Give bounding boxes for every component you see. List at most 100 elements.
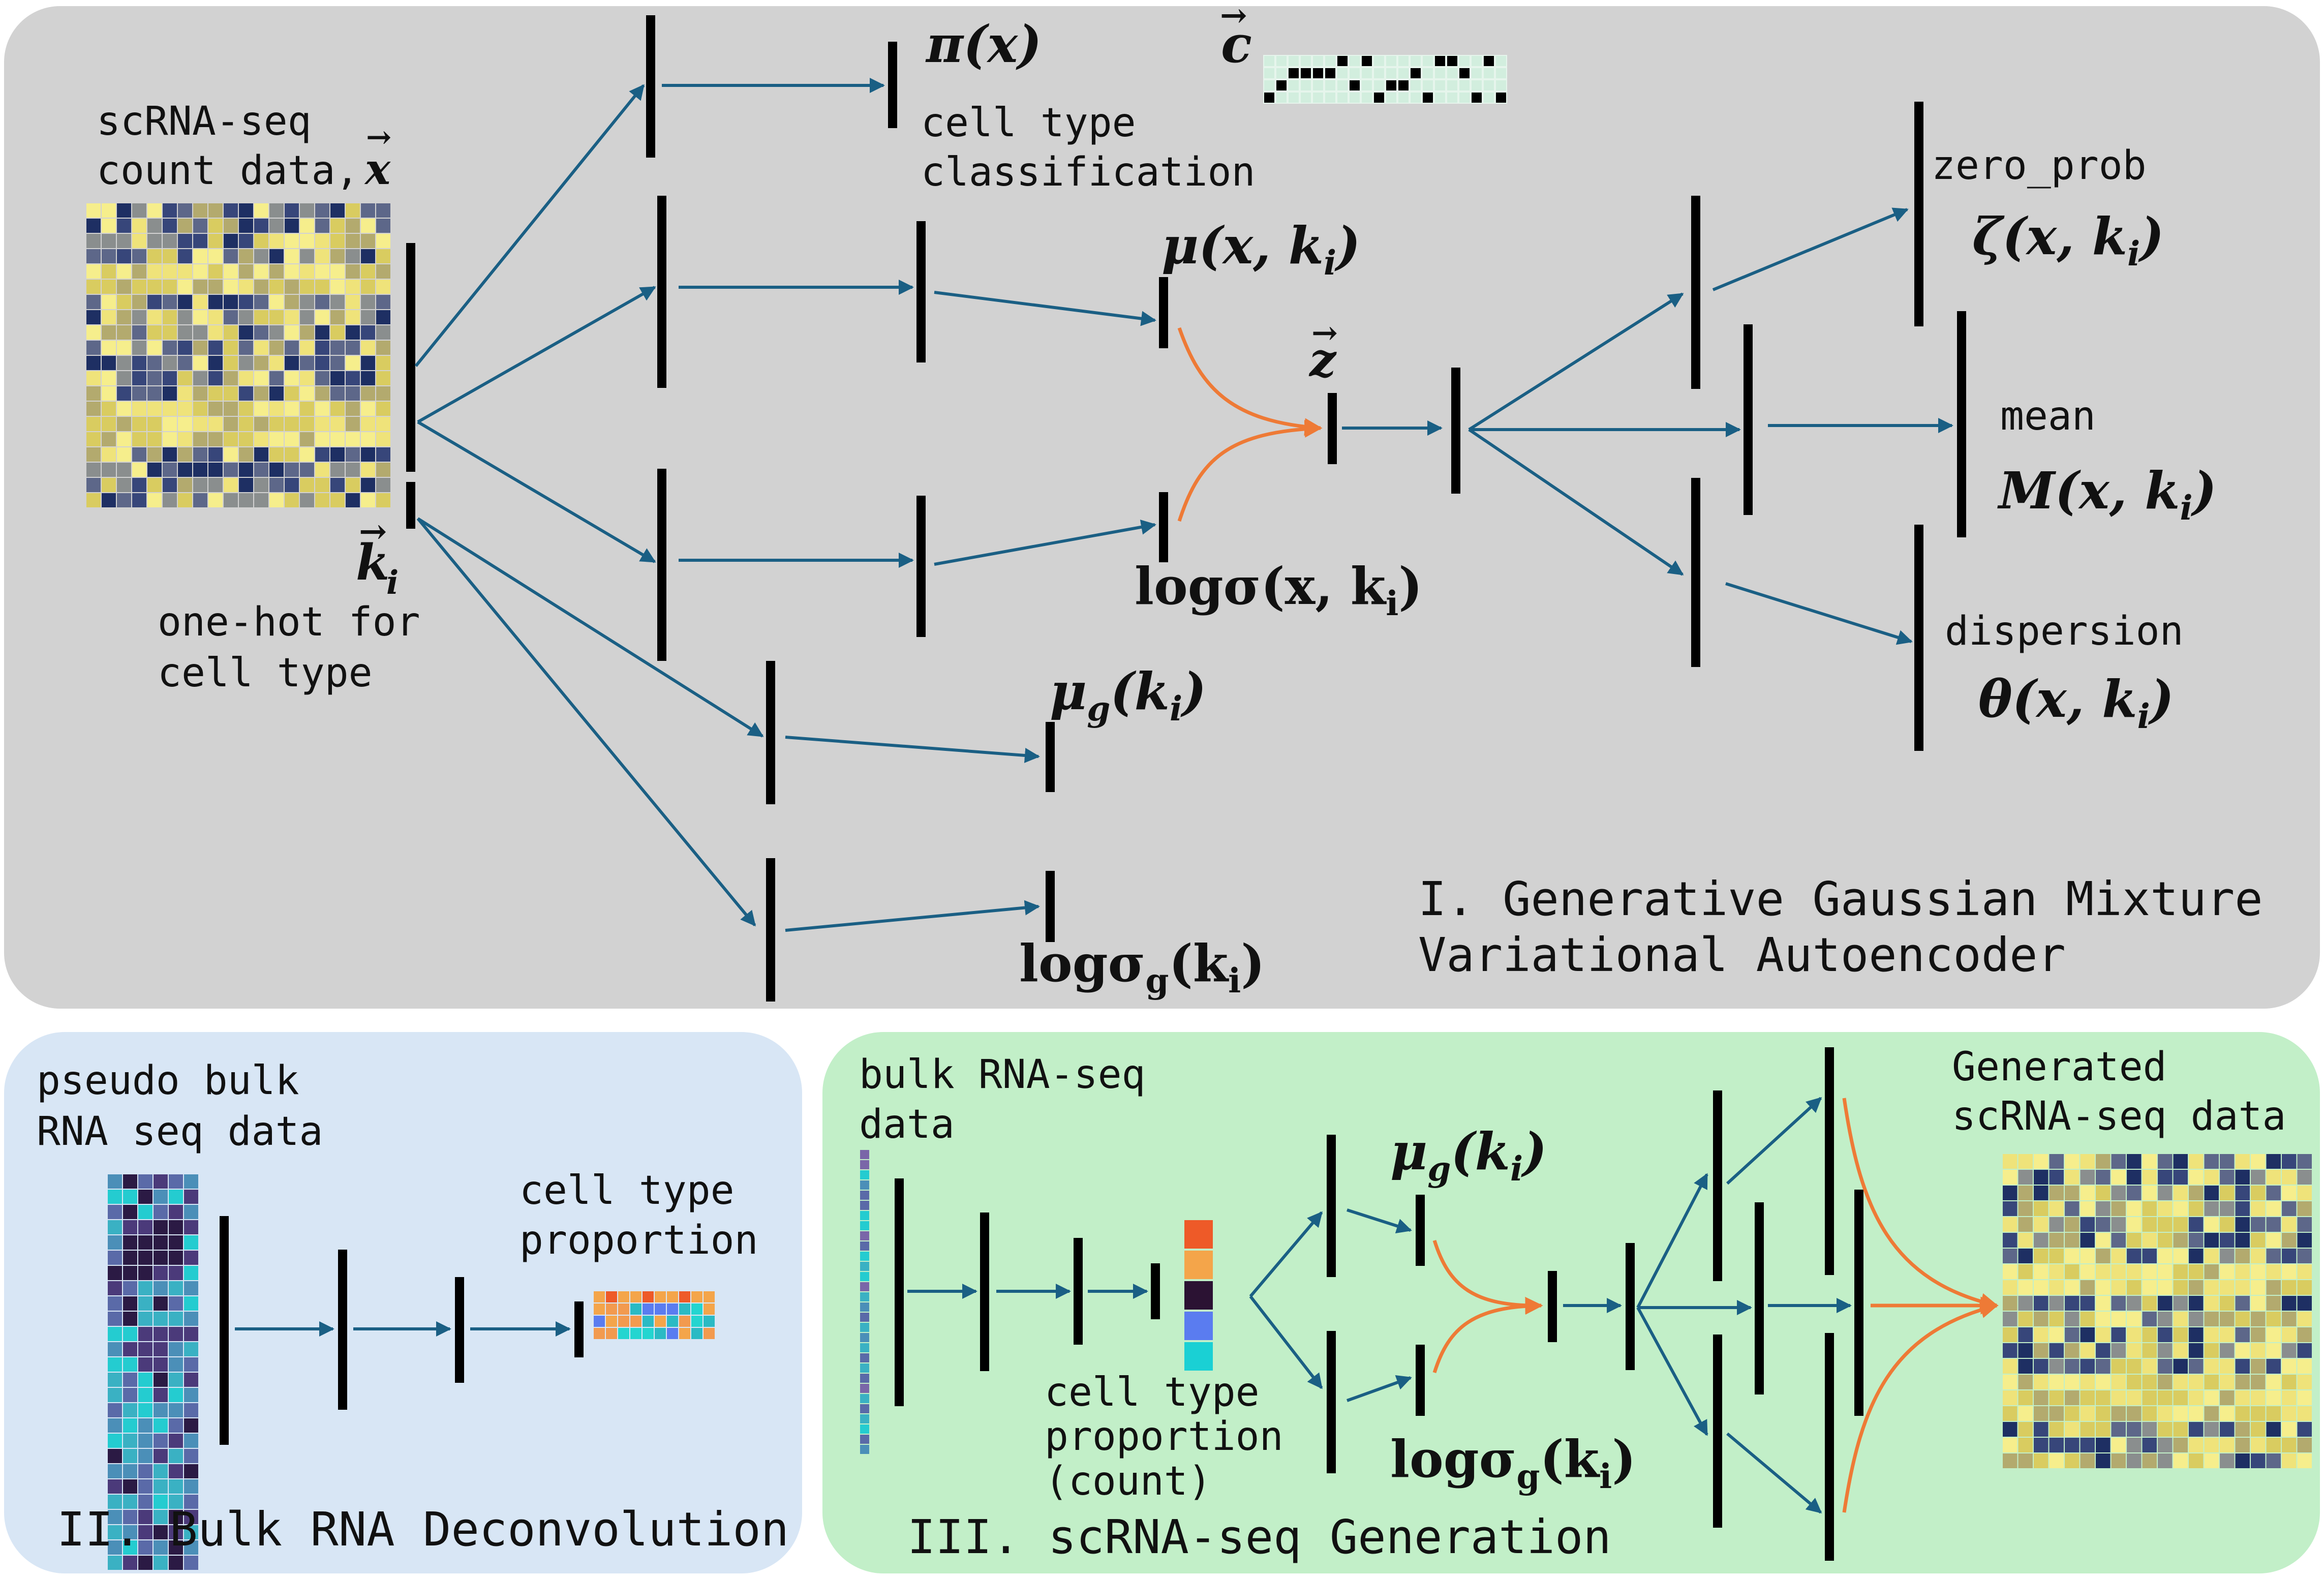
arrow-disp-hidden-to-output — [1725, 582, 1913, 645]
panel2-title: II. Bulk RNA Deconvolution — [57, 1502, 789, 1557]
gen-zero-output — [1825, 1047, 1834, 1275]
zeta-symbol: ζ(x, ki) — [1972, 206, 2164, 274]
panel-deconvolution: pseudo bulk RNA seq data cell type propo… — [4, 1032, 802, 1573]
gen-enc-layer-2 — [980, 1212, 989, 1371]
mean-output-layer — [1957, 311, 1966, 537]
arrow-prop-to-sigmag — [1249, 1295, 1323, 1389]
zero-prob-label: zero_prob — [1932, 143, 2147, 189]
input-label-line1: scRNA-seq — [97, 99, 312, 144]
gen-enc-layer-3 — [1074, 1238, 1083, 1345]
arrow-mug-hidden-to-output — [785, 736, 1040, 763]
arrow-zero-hidden-to-output — [1712, 207, 1909, 291]
onehot-label-line2: cell type — [158, 650, 373, 696]
panel-gmvae: scRNA-seq count data, x → k i → one-hot … — [4, 0, 2320, 1009]
gen-z-layer — [1548, 1271, 1557, 1342]
mu-hidden-layer-2 — [916, 221, 926, 362]
prop-count-label-line2: proportion — [1045, 1414, 1283, 1460]
arrow-mug-1-2 — [1347, 1208, 1412, 1234]
pseudo-bulk-label-line2: RNA seq data — [37, 1109, 323, 1155]
arrow-in-to-classifier — [414, 84, 645, 367]
gen-dec-mean-hidden — [1755, 1202, 1764, 1394]
mug-symbol: μg(ki) — [1050, 661, 1206, 729]
panel1-title-line1: I. Generative Gaussian Mixture — [1418, 872, 2263, 926]
reparam-gen-sigmag-to-z — [1432, 1296, 1543, 1374]
dispersion-output-layer — [1914, 525, 1923, 751]
gen-enc-layer-4 — [1151, 1263, 1160, 1319]
decoder-zero-hidden-layer — [1691, 196, 1700, 389]
gen-sigmag-layer-2 — [1416, 1345, 1425, 1416]
prop-count-label-line1: cell type — [1045, 1370, 1260, 1415]
z-vector-arrow: → — [1311, 314, 1338, 351]
input-layer-x — [406, 243, 415, 472]
arrow-zero-to-generated — [1842, 1098, 1999, 1311]
bulk-label-line1: bulk RNA-seq — [859, 1052, 1146, 1098]
panel-generation: bulk RNA-seq data — [822, 1032, 2320, 1573]
pi-symbol: π(x) — [925, 14, 1042, 74]
deconv-layer-1 — [220, 1216, 229, 1445]
decoder-hidden-layer-1 — [1451, 368, 1460, 494]
sigma-hidden-layer-2 — [916, 496, 926, 637]
mu-hidden-layer-1 — [657, 196, 666, 388]
c-vector-arrow: → — [1220, 0, 1247, 35]
sigma-hidden-layer-1 — [657, 469, 666, 661]
gen-dec-layer-1 — [1626, 1243, 1635, 1370]
arrow-k-to-mug-hidden — [417, 517, 764, 738]
mug-hidden-layer — [766, 661, 775, 804]
gen-disp-output — [1825, 1333, 1834, 1561]
panel3-orange-arrows — [1432, 1098, 1999, 1513]
gen-dec-disp-hidden — [1713, 1335, 1722, 1528]
arrow-sigmag-hidden-to-output — [785, 900, 1040, 932]
bulk-rna-vector — [860, 1150, 869, 1454]
input-x-symbol: x — [364, 144, 391, 194]
sigma-output-layer — [1159, 492, 1168, 562]
gen-sigmag-layer-1 — [1327, 1331, 1336, 1473]
arrow-decoder-to-disp-hidden — [1468, 428, 1684, 576]
arrow-decoder-to-zero-hidden — [1468, 292, 1684, 431]
panel3-title: III. scRNA-seq Generation — [907, 1510, 1611, 1564]
logsigma-symbol: logσ(x, ki) — [1135, 556, 1423, 623]
deconv-layer-4 — [574, 1301, 584, 1357]
gen-mug-layer-1 — [1327, 1135, 1336, 1277]
mug-output-layer — [1046, 722, 1055, 792]
sigmag-output-layer — [1046, 871, 1055, 942]
c-symbol: c — [1221, 14, 1252, 74]
deconv-layer-2 — [338, 1250, 347, 1410]
zero-prob-output-layer — [1914, 102, 1923, 326]
onehot-label-line1: one-hot for — [158, 599, 420, 645]
onehot-k-subscript: i — [386, 564, 399, 602]
gen-mug-layer-2 — [1416, 1195, 1425, 1266]
deconv-layer-3 — [455, 1277, 464, 1383]
pseudo-bulk-heatmap — [108, 1174, 198, 1570]
pi-output-layer — [888, 42, 897, 128]
panel1-layers — [406, 15, 1966, 1002]
arrow-sigmag-1-2 — [1346, 1375, 1412, 1402]
generated-scrna-heatmap — [2003, 1154, 2312, 1468]
decoder-disp-hidden-layer — [1691, 478, 1700, 667]
arrow-sigma-hidden-to-output — [934, 520, 1156, 566]
arrow-disp-to-generated — [1842, 1300, 1999, 1513]
pseudo-bulk-label-line1: pseudo bulk — [37, 1058, 299, 1104]
arrow-gen-disp-to-out — [1726, 1432, 1822, 1514]
cluster-assignment-grid — [1263, 55, 1507, 104]
panel2-layers — [220, 1216, 584, 1445]
arrow-prop-to-mug — [1249, 1211, 1323, 1297]
panel1-reparam-arrows — [1177, 327, 1323, 522]
panel3-arrows — [907, 1097, 1852, 1514]
generated-label-line2: scRNA-seq data — [1952, 1094, 2286, 1139]
reparam-sigma-to-z — [1177, 419, 1323, 522]
arrow-gen-dec-to-zero — [1636, 1173, 1708, 1309]
onehot-k-symbol: k — [356, 534, 390, 591]
prop-count-label-line3: (count) — [1045, 1459, 1212, 1504]
input-count-heatmap — [86, 203, 390, 507]
arrow-in-to-sigma-hidden — [417, 420, 656, 563]
panel-generation-background — [822, 1032, 2320, 1573]
z-layer — [1328, 393, 1337, 464]
logsigmag-symbol: logσg(ki) — [1019, 933, 1265, 1000]
M-symbol: M(x, ki) — [1997, 461, 2217, 528]
gen-dec-zero-hidden — [1713, 1090, 1722, 1281]
proportion-label-line1: cell type — [519, 1168, 735, 1214]
theta-symbol: θ(x, ki) — [1978, 669, 2174, 736]
input-x-vector-arrow: → — [366, 119, 391, 155]
gen-logsigmag-symbol: logσg(ki) — [1390, 1429, 1636, 1496]
